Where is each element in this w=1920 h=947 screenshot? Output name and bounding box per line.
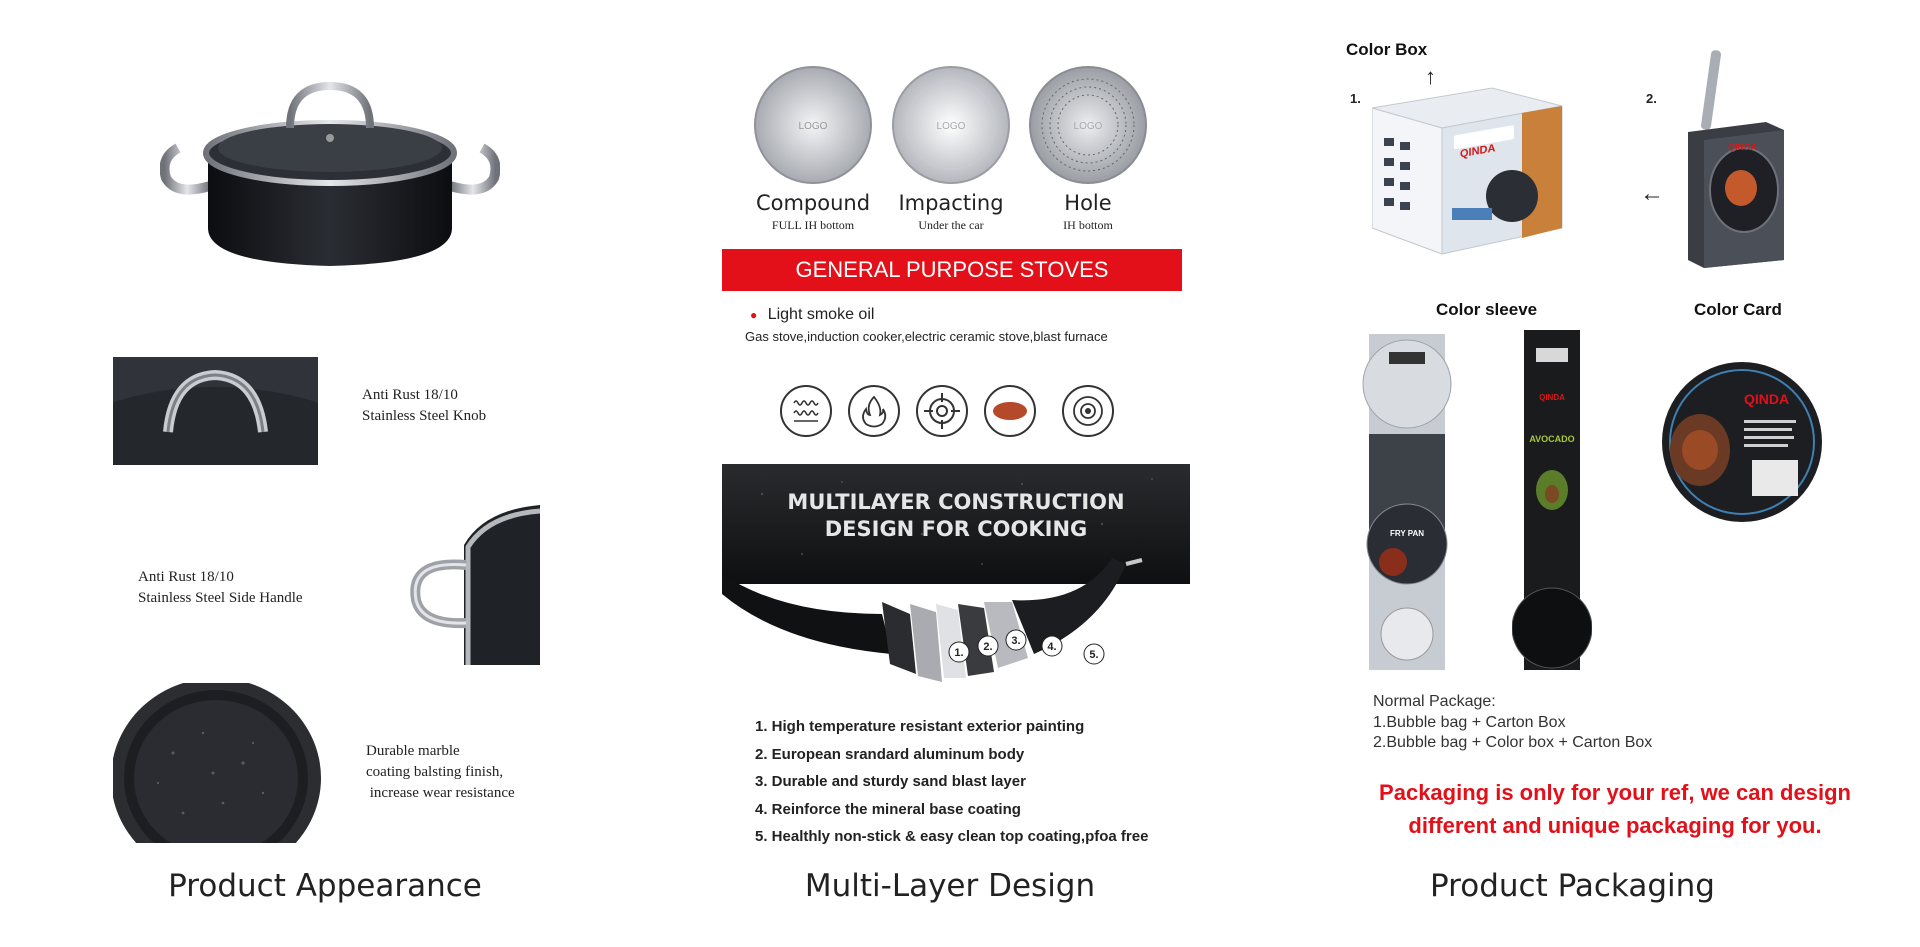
layer-number-4: 4.: [1047, 641, 1056, 653]
oil-note-text: Light smoke oil: [767, 306, 875, 323]
card-brand: QINDA: [1744, 391, 1789, 407]
sleeve-brand: QINDA: [1539, 393, 1565, 402]
compound-disc-image: LOGO: [754, 66, 872, 184]
color-sleeve-gray-image: FRY PAN: [1362, 334, 1452, 670]
color-box-image: QINDA: [1372, 87, 1563, 255]
packaging-note: Packaging is only for your ref, we can d…: [1340, 776, 1890, 842]
gas-grate-icon: [916, 385, 968, 437]
color-sleeve-black-image: QINDA AVOCADO: [1512, 330, 1592, 670]
layer-number-5: 5.: [1089, 649, 1098, 661]
handle-label-line1: Anti Rust 18/10: [138, 569, 234, 585]
cross-section-title-line1: MULTILAYER CONSTRUCTION: [787, 490, 1124, 514]
handle-closeup-photo: [404, 505, 540, 665]
multilayer-caption: Multi-Layer Design: [804, 868, 1096, 904]
layer-list-item: 2. European srandard aluminum body: [755, 745, 1025, 763]
fry-pan-box-image: QINDA: [1688, 50, 1784, 268]
normal-package-heading: Normal Package:: [1373, 693, 1496, 710]
svg-text:FRY PAN: FRY PAN: [1390, 529, 1424, 538]
flame-icon: [848, 385, 900, 437]
disc-logo: LOGO: [799, 121, 828, 132]
red-bullet-icon: ●: [750, 308, 758, 322]
disc-logo: LOGO: [1074, 121, 1103, 132]
disc-sub-hole: IH bottom: [1063, 218, 1113, 232]
ceramic-plate-icon: [984, 385, 1036, 437]
color-card-title: Color Card: [1694, 300, 1782, 319]
disc-title-compound: Compound: [755, 191, 871, 215]
impacting-disc-image: LOGO: [892, 66, 1010, 184]
layer-list-item: 1. High temperature resistant exterior p…: [755, 718, 1085, 735]
packaging-note-line2: different and unique packaging for you.: [1408, 813, 1822, 838]
layer-list-item: 5. Healthly non-stick & easy clean top c…: [755, 828, 1149, 845]
disc-sub-compound: FULL IH bottom: [771, 218, 855, 232]
svg-text:AVOCADO: AVOCADO: [1529, 434, 1574, 444]
disc-sub-impacting: Under the car: [918, 218, 984, 232]
packaging-caption: Product Packaging: [1430, 868, 1715, 904]
layer-number-2: 2.: [983, 641, 992, 653]
stoves-line: Gas stove,induction cooker,electric cera…: [745, 329, 1108, 344]
hole-disc-image: LOGO: [1029, 66, 1147, 184]
left-arrow-icon: ←: [1640, 180, 1664, 207]
general-purpose-stoves-banner: GENERAL PURPOSE STOVES: [722, 249, 1182, 291]
normal-package-option-1: 1.Bubble bag + Carton Box: [1373, 713, 1566, 731]
pan-box-brand: QINDA: [1728, 142, 1758, 152]
coating-label-line2: coating balsting finish,: [366, 764, 504, 780]
layer-list-item: 3. Durable and sturdy sand blast layer: [755, 773, 1026, 790]
color-card-image: QINDA: [1662, 362, 1822, 522]
coating-label: Durable marble coating balsting finish, …: [366, 741, 515, 804]
coating-label-line3: increase wear resistance: [366, 785, 515, 801]
normal-package-block: Normal Package: 1.Bubble bag + Carton Bo…: [1373, 692, 1652, 754]
color-sleeve-title: Color sleeve: [1436, 300, 1538, 319]
disc-logo: LOGO: [937, 121, 966, 132]
coil-burner-icon: [780, 385, 832, 437]
appearance-caption: Product Appearance: [168, 868, 482, 904]
disc-title-impacting: Impacting: [898, 191, 1004, 215]
layer-number-3: 3.: [1011, 635, 1020, 647]
knob-label: Anti Rust 18/10 Stainless Steel Knob: [362, 385, 486, 427]
induction-icon: [1062, 385, 1114, 437]
layer-number-1: 1.: [954, 647, 963, 659]
layer-list: 1. High temperature resistant exterior p…: [755, 713, 1148, 851]
item-number-2: 2.: [1646, 91, 1657, 106]
up-arrow-icon: ↑: [1425, 64, 1436, 89]
handle-label: Anti Rust 18/10 Stainless Steel Side Han…: [138, 567, 303, 609]
oil-note: ● Light smoke oil: [750, 306, 874, 324]
packaging-note-line1: Packaging is only for your ref, we can d…: [1379, 780, 1851, 805]
disc-title-hole: Hole: [1064, 191, 1112, 215]
knob-closeup-photo: [113, 357, 318, 465]
layer-list-item: 4. Reinforce the mineral base coating: [755, 800, 1021, 818]
cross-section-title-line2: DESIGN FOR COOKING: [825, 517, 1088, 541]
casserole-pot-image: [160, 81, 500, 266]
item-number-1: 1.: [1350, 91, 1361, 106]
handle-label-line2: Stainless Steel Side Handle: [138, 590, 303, 606]
normal-package-option-2: 2.Bubble bag + Color box + Carton Box: [1373, 734, 1653, 751]
knob-label-line2: Stainless Steel Knob: [362, 408, 487, 424]
coating-label-line1: Durable marble: [366, 743, 460, 759]
coating-closeup-photo: [113, 683, 323, 843]
cross-section-panel: 1. 2. 3. 4. 5. MULTILAYER CONSTRUCTION D…: [722, 464, 1190, 699]
color-box-title: Color Box: [1346, 40, 1428, 59]
knob-label-line1: Anti Rust 18/10: [362, 387, 458, 403]
